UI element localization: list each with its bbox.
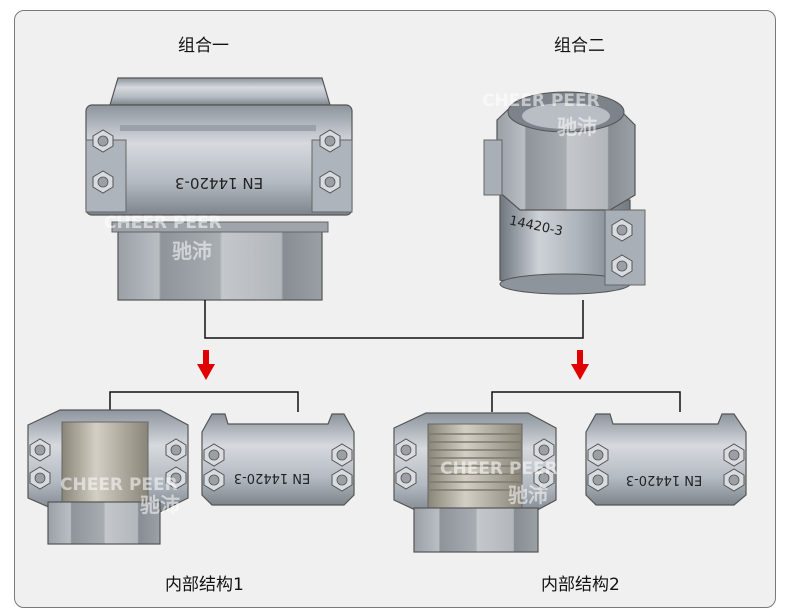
internal-structure-1-half-clamp: EN 14420-3 (201, 413, 355, 506)
stamp-en-standard-4: EN 14420-3 (626, 472, 702, 487)
watermark-latin-2: CHEER PEER (482, 91, 600, 111)
label-combination-1: 组合一 (178, 36, 229, 56)
watermark-chinese-1: 驰沛 (172, 239, 212, 263)
stamp-en-standard-1: EN 14420-3 (175, 174, 263, 192)
arrow-down-right-icon (571, 350, 589, 380)
watermark-chinese-4: 驰沛 (508, 483, 548, 507)
watermark-chinese-3: 驰沛 (140, 493, 180, 517)
internal-structure-2-half-clamp-with-fitting (393, 412, 557, 553)
combination-2-assembly: 14420-3 (483, 91, 646, 295)
stamp-en-standard-3: EN 14420-3 (234, 470, 310, 485)
watermarks: CHEER PEER 驰沛 CHEER PEER 驰沛 CHEER PEER 驰… (60, 91, 600, 517)
arrow-down-left-icon (197, 350, 215, 380)
combination-1-assembly: EN 14420-3 (85, 77, 353, 301)
watermark-latin-3: CHEER PEER (60, 475, 178, 495)
internal-structure-2-half-clamp: EN 14420-3 (585, 413, 747, 506)
connector-lines (109, 300, 681, 412)
label-internal-structure-2: 内部结构2 (541, 575, 620, 595)
label-internal-structure-1: 内部结构1 (165, 575, 244, 595)
watermark-chinese-2: 驰沛 (557, 115, 597, 139)
label-combination-2: 组合二 (554, 36, 605, 56)
watermark-latin-4: CHEER PEER (440, 459, 558, 479)
internal-structure-1-half-clamp-with-fitting (27, 409, 189, 545)
watermark-latin-1: CHEER PEER (104, 213, 222, 233)
